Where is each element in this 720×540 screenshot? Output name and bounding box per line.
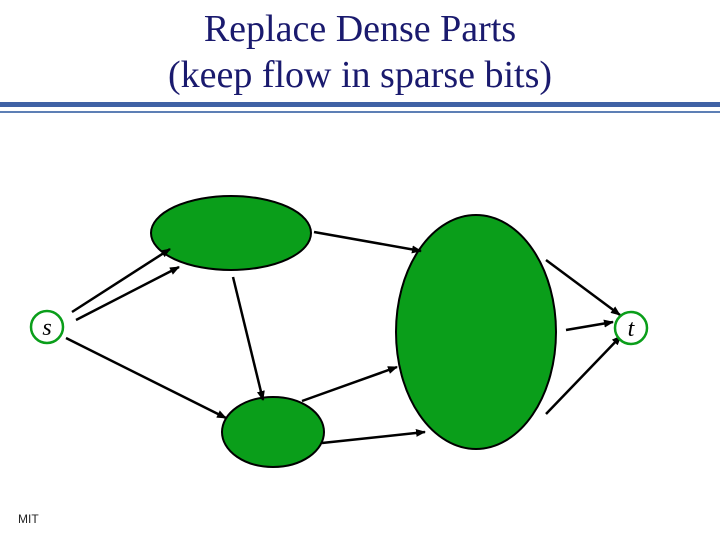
- edge-top-to-bottom: [231, 276, 265, 401]
- dense-region-bottom: [221, 396, 325, 468]
- edge-top-to-large: [313, 230, 422, 254]
- edge-s-to-top-2: [75, 265, 180, 322]
- edge-large-to-t-2: [565, 319, 614, 332]
- edge-s-to-bottom: [65, 336, 227, 420]
- title-rule-thin: [0, 111, 720, 113]
- title-rule-thick: [0, 102, 720, 107]
- dense-region-large: [395, 214, 557, 450]
- node-s: s: [29, 309, 65, 345]
- title-line-1: Replace Dense Parts: [203, 8, 517, 50]
- edge-large-to-t-1: [545, 258, 621, 317]
- node-t-label: t: [628, 316, 636, 342]
- title-line-2: (keep flow in sparse bits): [167, 54, 553, 96]
- node-s-label: s: [42, 315, 51, 341]
- footer-label: MIT: [18, 512, 39, 526]
- slide-title: Replace Dense Parts (keep flow in sparse…: [0, 6, 720, 98]
- edge-large-to-t-3: [545, 335, 622, 415]
- edge-bottom-to-large-2: [321, 428, 426, 445]
- dense-region-top: [150, 195, 312, 271]
- edge-s-to-top-1: [71, 247, 171, 314]
- edge-bottom-to-large-1: [301, 365, 398, 403]
- node-t: t: [613, 310, 649, 346]
